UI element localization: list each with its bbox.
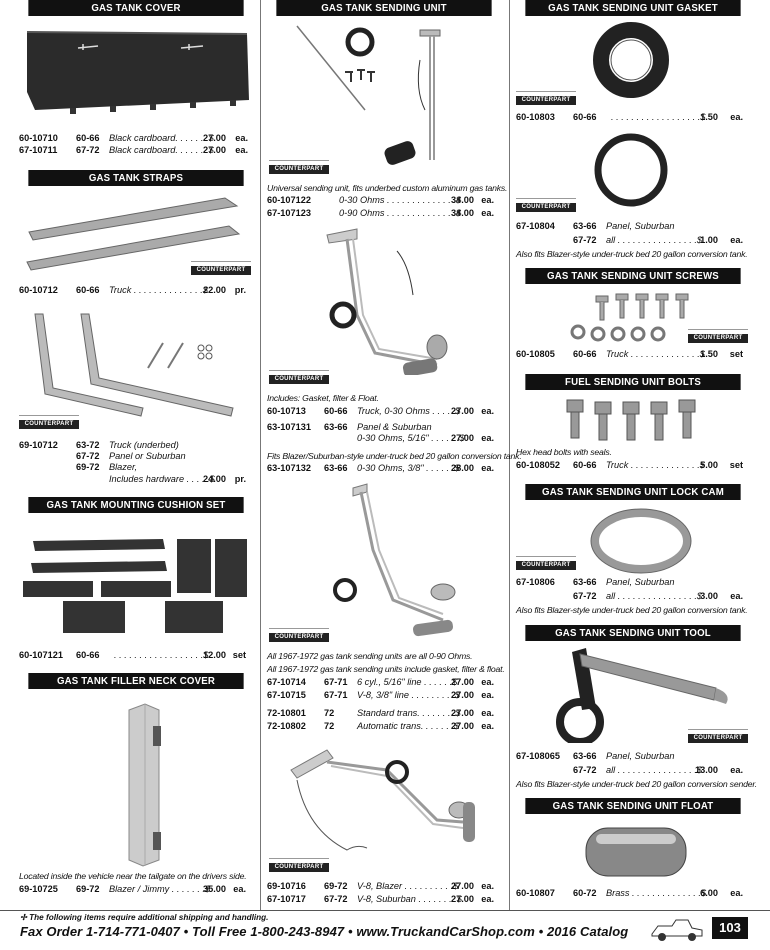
section-title: GAS TANK SENDING UNIT GASKET xyxy=(525,0,741,16)
float-image xyxy=(585,827,687,877)
column-divider xyxy=(260,0,261,910)
section-float: GAS TANK SENDING UNIT FLOAT xyxy=(516,798,750,814)
column-divider xyxy=(509,0,510,910)
counterpart-logo: COUNTERPART xyxy=(269,370,329,384)
table-row: 67-10717 67-72 V-8, Suburban . . . . . .… xyxy=(267,894,494,904)
gas-tank-cover-image xyxy=(26,31,249,114)
section-tool: GAS TANK SENDING UNIT TOOL xyxy=(516,625,750,641)
sending-unit-67-72-image xyxy=(290,749,475,851)
section-title: GAS TANK STRAPS xyxy=(28,170,244,186)
table-row: 60-10803 60-66 . . . . . . . . . . . . .… xyxy=(516,112,743,122)
counterpart-logo: COUNTERPART xyxy=(516,91,576,105)
section-title: GAS TANK SENDING UNIT TOOL xyxy=(525,625,741,641)
table-row: 67-72 Panel or Suburban xyxy=(76,451,186,461)
table-row: 72-10801 72 Standard trans. . . . . . . … xyxy=(267,708,494,718)
table-row: 63-107132 63-66 0-30 Ohms, 3/8" . . . . … xyxy=(267,463,494,473)
counterpart-logo: COUNTERPART xyxy=(19,415,79,429)
section-title: GAS TANK FILLER NECK COVER xyxy=(28,673,244,689)
table-row: 67-72 all . . . . . . . . . . . . . . . … xyxy=(573,591,743,601)
section-bolts: FUEL SENDING UNIT BOLTS xyxy=(516,374,750,390)
table-row: 67-72 all . . . . . . . . . . . . . . . … xyxy=(573,765,743,775)
universal-sending-unit-image xyxy=(296,25,441,165)
gas-tank-straps-kit-image xyxy=(34,313,234,417)
section-filler-neck-cover: GAS TANK FILLER NECK COVER xyxy=(19,673,253,689)
gas-tank-straps-image xyxy=(26,197,241,271)
table-row: 67-10804 63-66 Panel, Suburban xyxy=(516,221,675,231)
table-row: 60-10807 60-72 Brass . . . . . . . . . .… xyxy=(516,888,743,898)
table-row: 67-10806 63-66 Panel, Suburban xyxy=(516,577,675,587)
section-title: GAS TANK SENDING UNIT LOCK CAM xyxy=(525,484,741,500)
bolts-image xyxy=(566,399,696,441)
table-row: 60-10713 60-66 Truck, 0-30 Ohms . . . . … xyxy=(267,406,494,416)
counterpart-logo: COUNTERPART xyxy=(688,729,748,743)
table-row: 67-10715 67-71 V-8, 3/8" line . . . . . … xyxy=(267,690,494,700)
table-row: 63-107131 63-66 Panel & Suburban xyxy=(267,422,432,432)
table-row: 60-10712 60-66 Truck . . . . . . . . . .… xyxy=(19,285,246,295)
table-row: 60-107122 0-30 Ohms . . . . . . . . . . … xyxy=(267,195,494,205)
table-row: 67-108065 63-66 Panel, Suburban xyxy=(516,751,675,761)
section-title: GAS TANK COVER xyxy=(28,0,244,16)
sending-unit-63-66-image xyxy=(333,483,456,637)
table-row: 67-10714 67-71 6 cyl., 5/16" line . . . … xyxy=(267,677,494,687)
table-row: 60-107121 60-66 . . . . . . . . . . . . … xyxy=(19,650,246,660)
counterpart-logo: COUNTERPART xyxy=(516,198,576,212)
section-title: GAS TANK SENDING UNIT FLOAT xyxy=(525,798,741,814)
screws-image xyxy=(570,293,689,342)
truck-logo-icon xyxy=(651,919,703,941)
lock-cam-image xyxy=(590,508,692,574)
table-row: 69-72 Blazer, xyxy=(76,462,138,472)
table-row: 67-107123 0-90 Ohms . . . . . . . . . . … xyxy=(267,208,494,218)
cushion-set-image xyxy=(23,539,247,633)
filler-neck-cover-image xyxy=(128,703,161,867)
section-gas-tank-straps: GAS TANK STRAPS xyxy=(19,170,253,186)
table-row: 60-10710 60-66 Black cardboard. . . . . … xyxy=(19,133,248,143)
table-row: 69-10725 69-72 Blazer / Jimmy . . . . . … xyxy=(19,884,246,894)
table-row: 69-10716 69-72 V-8, Blazer . . . . . . .… xyxy=(267,881,494,891)
table-row: 67-72 all . . . . . . . . . . . . . . . … xyxy=(573,235,743,245)
table-row: Includes hardware . . . . .$ 24.00 pr. xyxy=(109,474,246,484)
table-row: 69-10712 63-72 Truck (underbed) xyxy=(19,440,179,450)
sending-unit-tool-image xyxy=(556,648,728,743)
counterpart-logo: COUNTERPART xyxy=(269,160,329,174)
counterpart-logo: COUNTERPART xyxy=(269,628,329,642)
counterpart-logo: COUNTERPART xyxy=(516,556,576,570)
section-title: GAS TANK SENDING UNIT SCREWS xyxy=(525,268,741,284)
table-row: 60-10805 60-66 Truck . . . . . . . . . .… xyxy=(516,349,743,359)
table-row: 67-10711 67-72 Black cardboard. . . . . … xyxy=(19,145,248,155)
counterpart-logo: COUNTERPART xyxy=(191,261,251,275)
contact-line: Fax Order 1-714-771-0407 • Toll Free 1-8… xyxy=(20,924,629,939)
gasket-image xyxy=(593,22,669,98)
table-row: 72-10802 72 Automatic trans. . . . . . .… xyxy=(267,721,494,731)
section-gas-tank-cover: GAS TANK COVER xyxy=(19,0,253,16)
section-screws: GAS TANK SENDING UNIT SCREWS xyxy=(516,268,750,284)
section-title: FUEL SENDING UNIT BOLTS xyxy=(525,374,741,390)
counterpart-logo: COUNTERPART xyxy=(269,858,329,872)
footer-divider xyxy=(0,910,770,911)
page-number: 103 xyxy=(712,917,748,939)
counterpart-logo: COUNTERPART xyxy=(688,329,748,343)
section-gasket: GAS TANK SENDING UNIT GASKET xyxy=(516,0,750,16)
section-cushion-set: GAS TANK MOUNTING CUSHION SET xyxy=(19,497,253,513)
section-sending-unit: GAS TANK SENDING UNIT xyxy=(267,0,501,16)
table-row: 0-30 Ohms, 5/16" . . . . . .$ 27.00 ea. xyxy=(357,433,494,443)
sending-unit-60-66-image xyxy=(326,228,448,375)
section-title: GAS TANK MOUNTING CUSHION SET xyxy=(28,497,244,513)
table-row: 60-108052 60-66 Truck . . . . . . . . . … xyxy=(516,460,743,470)
section-title: GAS TANK SENDING UNIT xyxy=(276,0,492,16)
gasket-ring-image xyxy=(594,133,668,207)
shipping-note: ✢ The following items require additional… xyxy=(20,913,269,922)
section-lock-cam: GAS TANK SENDING UNIT LOCK CAM xyxy=(516,484,750,500)
